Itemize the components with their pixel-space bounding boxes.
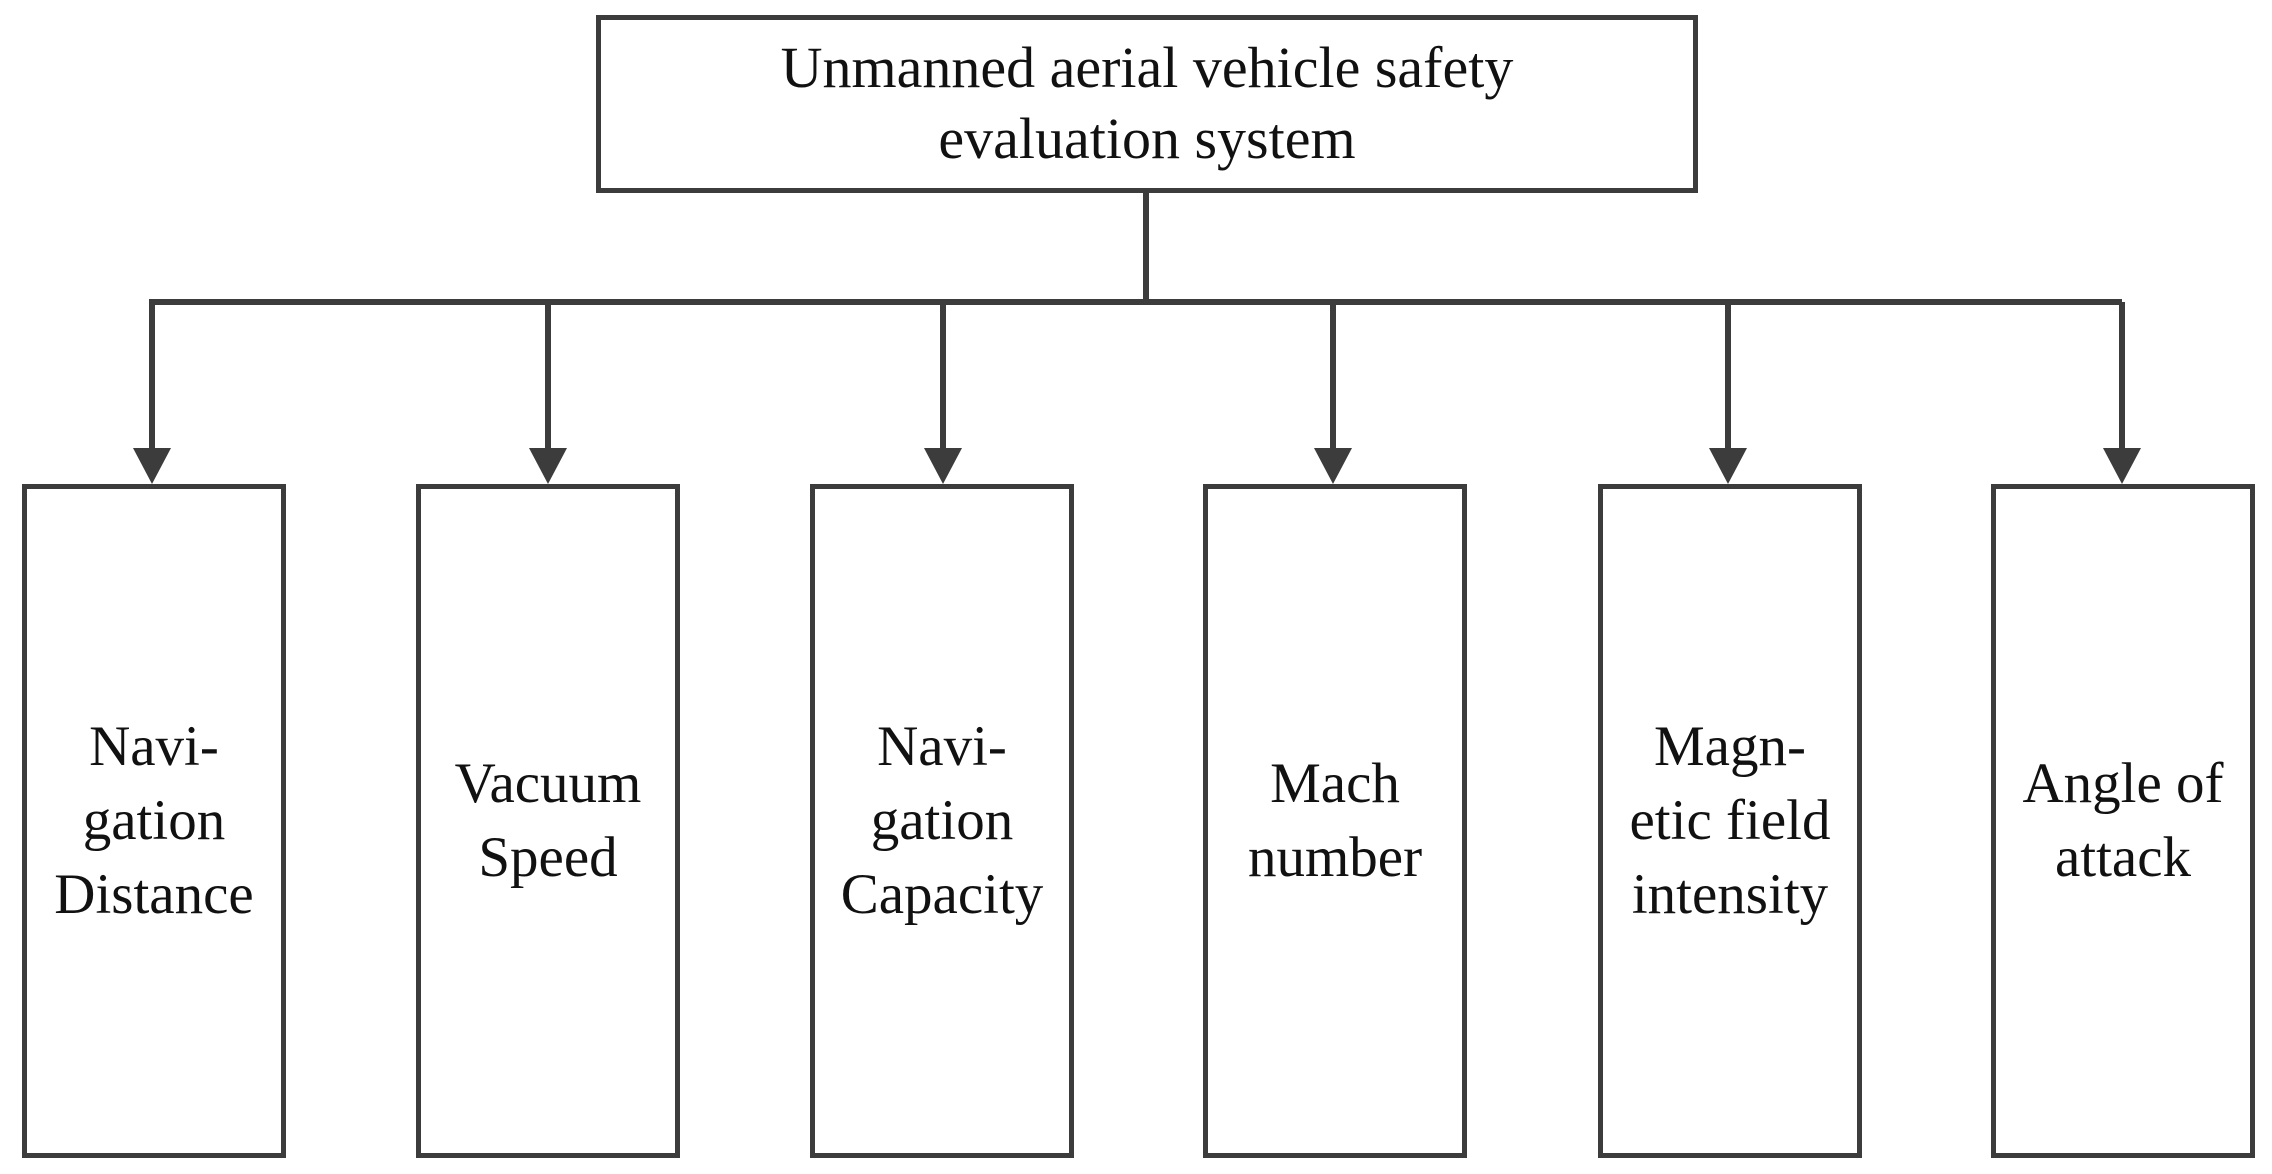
node-label: Vacuum Speed	[454, 751, 642, 889]
node-angle-of-attack: Angle of attack	[1991, 484, 2255, 1158]
root-node: Unmanned aerial vehicle safety evaluatio…	[596, 15, 1698, 193]
arrowhead-icon	[133, 448, 171, 484]
root-label-line-2: evaluation system	[938, 106, 1356, 171]
arrowhead-icon	[924, 448, 962, 484]
branch-4	[1314, 302, 1352, 484]
arrowhead-icon	[1709, 448, 1747, 484]
branch-3	[924, 302, 962, 484]
branch-2	[529, 302, 567, 484]
node-navigation-capacity: Navi- gation Capacity	[810, 484, 1074, 1158]
root-label: Unmanned aerial vehicle safety evaluatio…	[781, 33, 1514, 175]
arrowhead-icon	[529, 448, 567, 484]
node-label: Magn- etic field intensity	[1629, 714, 1831, 927]
branch-1	[133, 302, 171, 484]
node-mach-number: Mach number	[1203, 484, 1467, 1158]
node-navigation-distance: Navi- gation Distance	[22, 484, 286, 1158]
node-label: Navi- gation Capacity	[840, 714, 1044, 927]
node-label: Mach number	[1247, 751, 1423, 889]
branch-6	[2103, 302, 2141, 484]
arrowhead-icon	[2103, 448, 2141, 484]
node-vacuum-speed: Vacuum Speed	[416, 484, 680, 1158]
branch-5	[1709, 302, 1747, 484]
node-label: Navi- gation Distance	[54, 714, 254, 927]
arrowhead-icon	[1314, 448, 1352, 484]
node-magnetic-field-intensity: Magn- etic field intensity	[1598, 484, 1862, 1158]
root-label-line-1: Unmanned aerial vehicle safety	[780, 35, 1514, 101]
node-label: Angle of attack	[2022, 751, 2224, 889]
